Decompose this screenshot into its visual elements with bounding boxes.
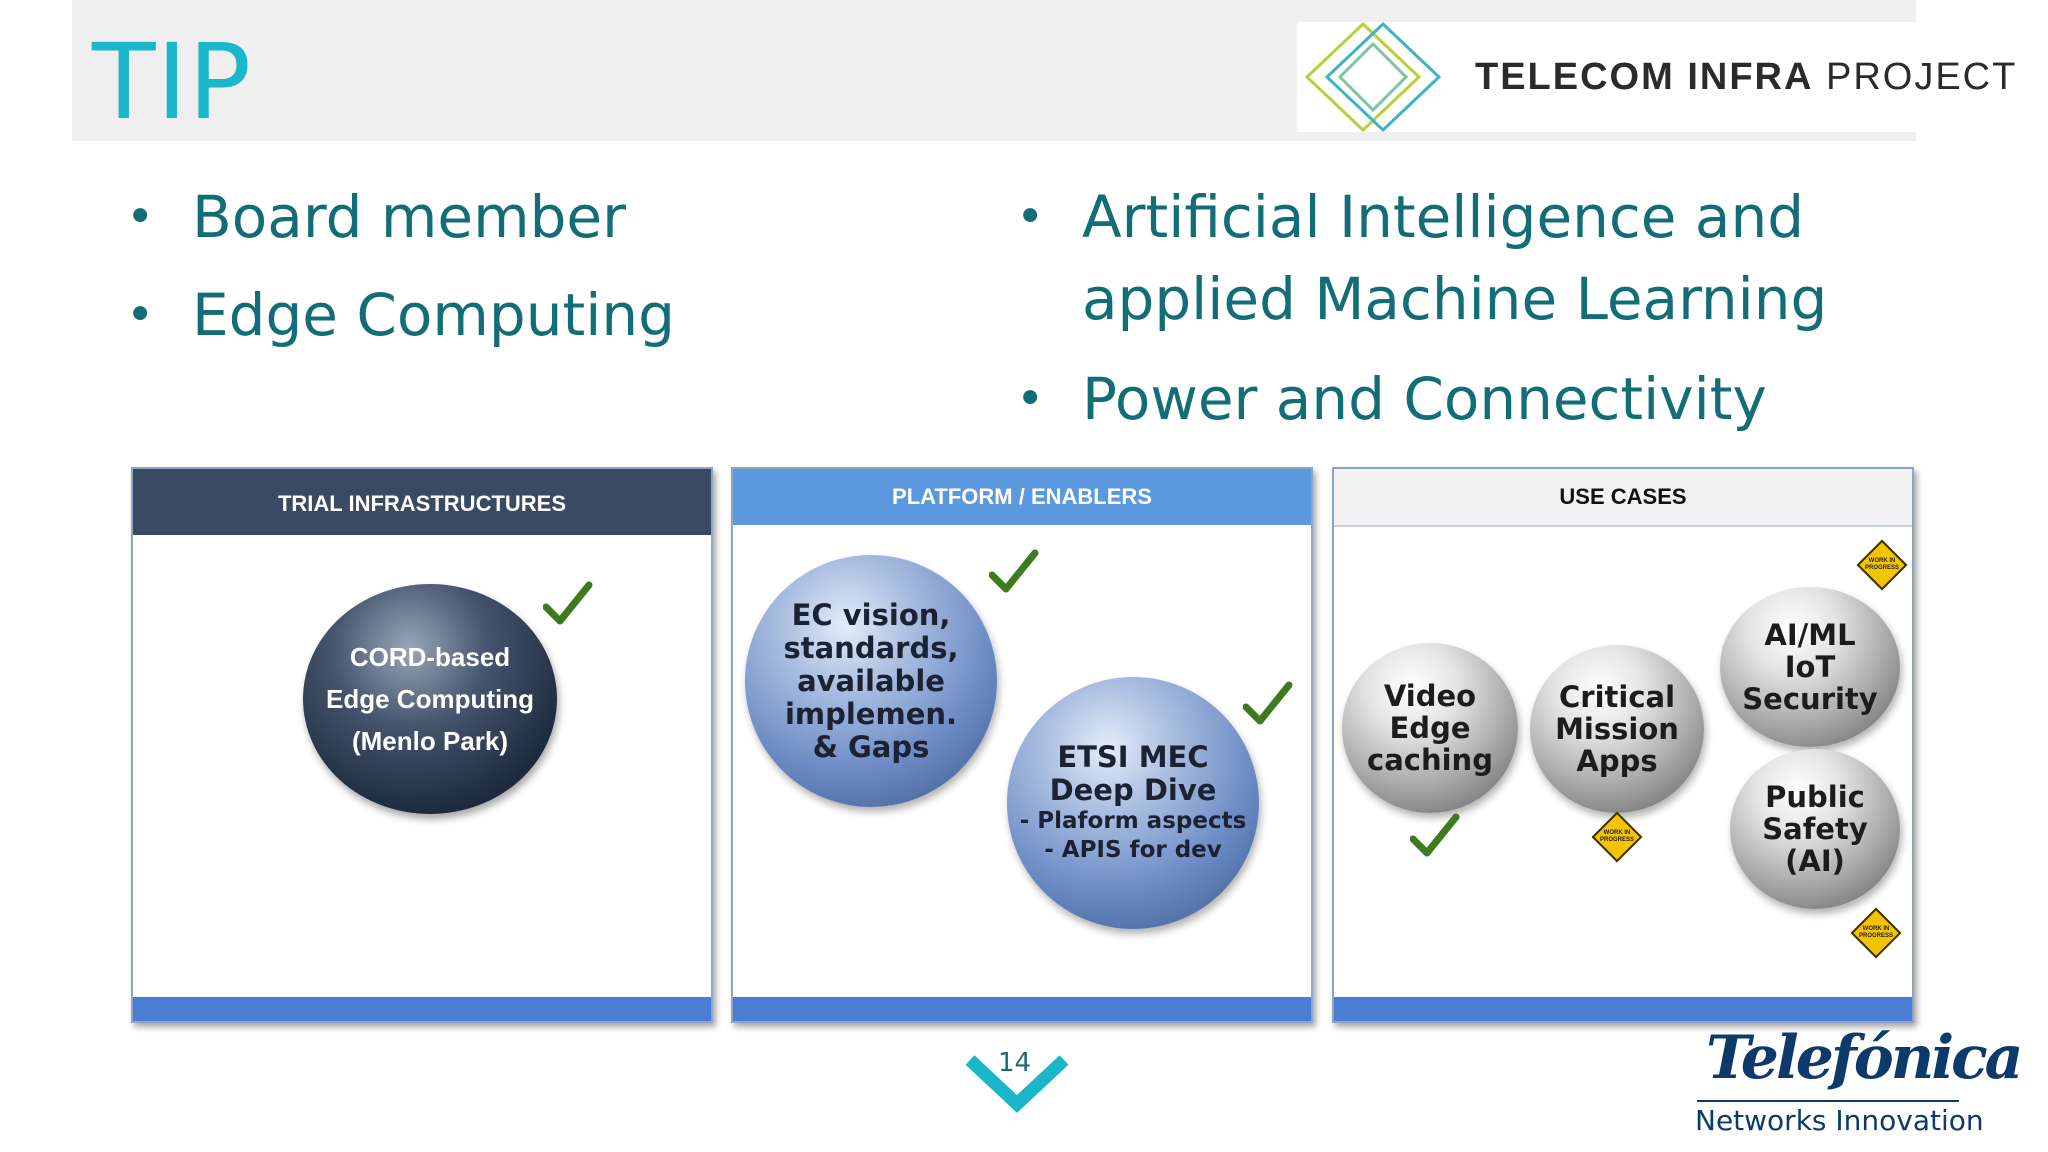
tip-logo: TELECOM INFRA PROJECT bbox=[1297, 22, 2015, 132]
sphere-etsi-mec: ETSI MEC Deep Dive - Plaform aspects - A… bbox=[1007, 677, 1259, 929]
sphere-cord-edge: CORD-based Edge Computing (Menlo Park) bbox=[303, 584, 557, 814]
bullet-item: •Board member bbox=[126, 183, 626, 251]
sphere-line: ETSI MEC bbox=[1057, 740, 1209, 774]
bullet-item: •Artificial Intelligence and applied Mac… bbox=[1016, 183, 1828, 333]
sphere-subline: - APIS for dev bbox=[1044, 837, 1222, 863]
sphere-line: Video bbox=[1383, 679, 1477, 713]
brand-divider bbox=[1697, 1100, 1959, 1102]
sphere-line: caching bbox=[1367, 743, 1493, 777]
sphere-line: & Gaps bbox=[812, 729, 930, 764]
sphere-line: (Menlo Park) bbox=[351, 726, 509, 756]
check-icon bbox=[1410, 813, 1460, 857]
wip-label: WORK IN PROGRESS bbox=[1864, 558, 1899, 571]
check-icon bbox=[1243, 681, 1293, 725]
slide-title: TIP bbox=[92, 21, 252, 143]
sphere-ec-vision: EC vision, standards, available implemen… bbox=[745, 555, 997, 807]
bullet-text: Edge Computing bbox=[192, 281, 675, 349]
sphere-line: Edge Computing bbox=[326, 684, 534, 714]
chevron-down-icon bbox=[965, 1055, 1069, 1113]
panel-header: PLATFORM / ENABLERS bbox=[733, 469, 1311, 525]
panel-platform-enablers: PLATFORM / ENABLERS EC vision, standards… bbox=[731, 467, 1313, 1023]
panel-use-cases: USE CASES Video Edge caching Critical Mi… bbox=[1332, 467, 1914, 1023]
wip-label: WORK IN PROGRESS bbox=[1858, 926, 1893, 939]
sphere-line: standards, bbox=[783, 630, 959, 665]
sphere-ai-ml-iot-security: AI/ML IoT Security bbox=[1720, 587, 1900, 747]
sphere-line: available bbox=[797, 663, 945, 698]
panel-trial-infrastructures: TRIAL INFRASTRUCTURES CORD-based Edge Co… bbox=[131, 467, 713, 1023]
page-number: 14 bbox=[998, 1048, 1032, 1078]
tip-logo-text: TELECOM INFRA PROJECT bbox=[1475, 56, 2017, 99]
tip-logo-text-bold: TELECOM INFRA bbox=[1475, 56, 1814, 98]
panel-footer-bar bbox=[733, 997, 1311, 1021]
panel-footer-bar bbox=[1334, 997, 1912, 1021]
work-in-progress-icon: WORK IN PROGRESS bbox=[1856, 539, 1908, 591]
sphere-line: Apps bbox=[1576, 744, 1658, 778]
sphere-line: AI/ML bbox=[1764, 618, 1856, 652]
sphere-line: Public bbox=[1765, 780, 1865, 814]
brand-subtitle: Networks Innovation bbox=[1695, 1104, 1984, 1137]
panel-header: TRIAL INFRASTRUCTURES bbox=[133, 469, 711, 535]
sphere-line: Mission bbox=[1555, 712, 1679, 746]
wip-label: WORK IN PROGRESS bbox=[1599, 830, 1634, 843]
bullet-item: •Edge Computing bbox=[126, 281, 675, 349]
check-icon bbox=[989, 549, 1039, 593]
sphere-line: EC vision, bbox=[791, 597, 951, 632]
check-icon bbox=[543, 581, 593, 625]
sphere-line: IoT bbox=[1784, 650, 1836, 684]
sphere-line: Edge bbox=[1389, 711, 1471, 745]
tip-diamond-logo-icon bbox=[1304, 22, 1442, 132]
sphere-subline: - Plaform aspects bbox=[1019, 808, 1247, 834]
sphere-line: CORD-based bbox=[349, 642, 511, 672]
bullet-text: Board member bbox=[192, 183, 626, 251]
work-in-progress-icon: WORK IN PROGRESS bbox=[1591, 811, 1643, 863]
bullet-item: •Power and Connectivity bbox=[1016, 365, 1767, 433]
sphere-line: Deep Dive bbox=[1049, 773, 1217, 807]
bullet-text: Artificial Intelligence and bbox=[1082, 183, 1805, 251]
work-in-progress-icon: WORK IN PROGRESS bbox=[1850, 907, 1902, 959]
sphere-line: Safety bbox=[1762, 812, 1868, 846]
tip-logo-text-light: PROJECT bbox=[1813, 56, 2018, 98]
panel-header: USE CASES bbox=[1334, 469, 1912, 527]
sphere-critical-mission-apps: Critical Mission Apps bbox=[1530, 645, 1704, 813]
panel-footer-bar bbox=[133, 997, 711, 1021]
sphere-line: Security bbox=[1742, 682, 1878, 716]
sphere-line: Critical bbox=[1558, 680, 1676, 714]
sphere-line: (AI) bbox=[1785, 844, 1845, 878]
sphere-line: implemen. bbox=[784, 696, 958, 731]
telefonica-logo: Telefónica bbox=[1706, 1023, 2024, 1093]
bullet-text-continued: applied Machine Learning bbox=[1082, 265, 1828, 333]
bullet-text: Power and Connectivity bbox=[1082, 365, 1767, 433]
sphere-public-safety: Public Safety (AI) bbox=[1730, 749, 1900, 909]
sphere-video-edge-caching: Video Edge caching bbox=[1342, 643, 1518, 813]
